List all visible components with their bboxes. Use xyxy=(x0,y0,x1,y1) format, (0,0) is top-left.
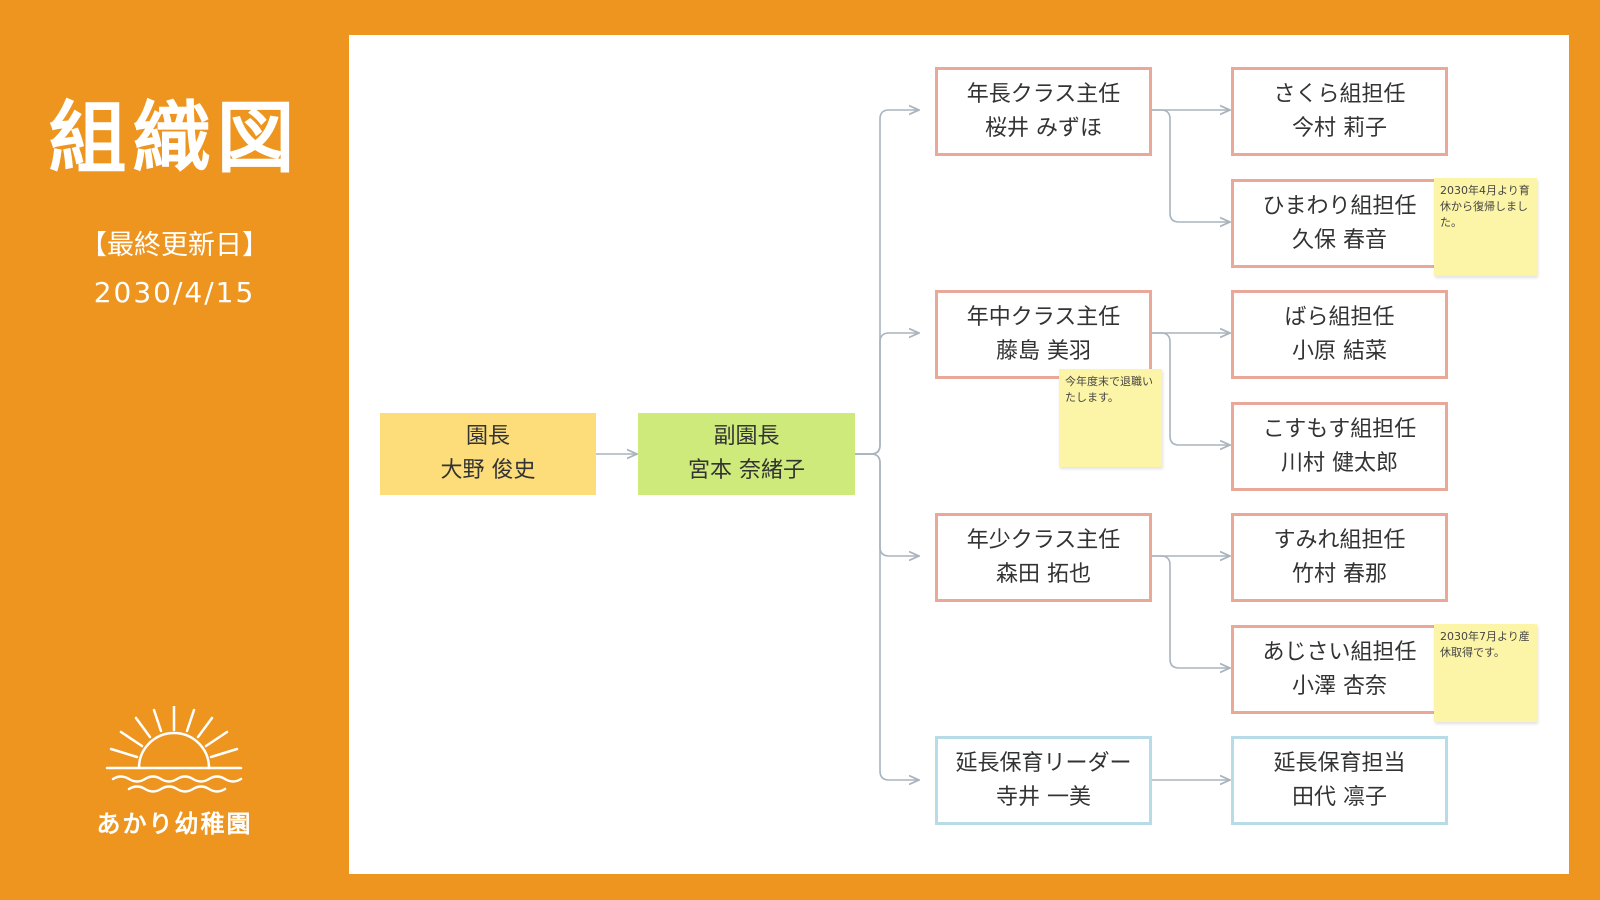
staff-box-sumire[interactable]: すみれ組担任 竹村 春那 xyxy=(1231,513,1448,602)
staff-box-ajisai[interactable]: あじさい組担任 小澤 杏奈 xyxy=(1231,625,1448,714)
org-chart-canvas: 園長 大野 俊史 副園長 宮本 奈緒子 年長クラス主任 桜井 みずほ 年中クラス… xyxy=(349,35,1569,874)
leader-box-junior[interactable]: 年少クラス主任 森田 拓也 xyxy=(935,513,1152,602)
role-label: すみれ組担任 xyxy=(1273,527,1406,553)
person-name: 久保 春音 xyxy=(1292,227,1387,253)
leader-box-senior[interactable]: 年長クラス主任 桜井 みずほ xyxy=(935,67,1152,156)
role-label: 延長保育リーダー xyxy=(955,750,1132,776)
role-label: 年少クラス主任 xyxy=(966,527,1121,553)
person-name: 桜井 みずほ xyxy=(985,115,1102,141)
connector-lines xyxy=(596,35,1569,874)
role-label: 園長 xyxy=(465,424,510,449)
sticky-note-maternity-leave[interactable]: 2030年7月より産休取得です。 xyxy=(1434,624,1537,722)
role-label: さくら組担任 xyxy=(1273,81,1406,107)
person-name: 竹村 春那 xyxy=(1292,561,1387,587)
last-updated-date: 2030/4/15 xyxy=(93,276,256,309)
staff-box-himawari[interactable]: ひまわり組担任 久保 春音 xyxy=(1231,179,1448,268)
person-name: 宮本 奈緒子 xyxy=(688,458,805,483)
principal-box[interactable]: 園長 大野 俊史 xyxy=(380,413,596,495)
role-label: 延長保育担当 xyxy=(1273,750,1406,776)
staff-box-sakura[interactable]: さくら組担任 今村 莉子 xyxy=(1231,67,1448,156)
role-label: 年長クラス主任 xyxy=(966,81,1121,107)
connector-leader3-staff6 xyxy=(1151,555,1230,668)
kindergarten-name: あかり幼稚園 xyxy=(96,810,253,838)
sidebar: 組織図 【最終更新日】 2030/4/15 あかり幼稚園 xyxy=(0,0,349,900)
sticky-note-retirement[interactable]: 今年度末で退職いたします。 xyxy=(1059,369,1162,467)
person-name: 田代 凛子 xyxy=(1292,784,1387,810)
staff-box-kosumosu[interactable]: こすもす組担任 川村 健太郎 xyxy=(1231,402,1448,491)
person-name: 森田 拓也 xyxy=(996,561,1091,587)
person-name: 小澤 杏奈 xyxy=(1292,673,1387,699)
vice-principal-box[interactable]: 副園長 宮本 奈緒子 xyxy=(638,413,855,495)
person-name: 小原 結菜 xyxy=(1292,338,1387,364)
staff-box-bara[interactable]: ばら組担任 小原 結菜 xyxy=(1231,290,1448,379)
role-label: 副園長 xyxy=(713,424,780,449)
connector-leader1-staff2 xyxy=(1151,109,1230,222)
connector-vice-leader-2 xyxy=(839,333,919,455)
leader-box-middle[interactable]: 年中クラス主任 藤島 美羽 xyxy=(935,290,1152,379)
role-label: あじさい組担任 xyxy=(1262,639,1417,665)
page-title: 組織図 xyxy=(48,94,301,184)
person-name: 大野 俊史 xyxy=(440,458,536,483)
person-name: 今村 莉子 xyxy=(1292,115,1387,141)
connector-vice-leader-1 xyxy=(839,110,919,455)
role-label: こすもす組担任 xyxy=(1262,416,1417,442)
role-label: ひまわり組担任 xyxy=(1262,193,1417,219)
sunrise-icon xyxy=(105,706,243,793)
staff-box-extended[interactable]: 延長保育担当 田代 凛子 xyxy=(1231,736,1448,825)
person-name: 寺井 一美 xyxy=(996,784,1091,810)
sticky-note-return-from-leave[interactable]: 2030年4月より育休から復帰しました。 xyxy=(1434,178,1537,276)
leader-box-extended[interactable]: 延長保育リーダー 寺井 一美 xyxy=(935,736,1152,825)
connector-vice-leader-4 xyxy=(839,453,919,780)
role-label: ばら組担任 xyxy=(1284,304,1395,330)
role-label: 年中クラス主任 xyxy=(966,304,1121,330)
person-name: 川村 健太郎 xyxy=(1281,450,1398,476)
person-name: 藤島 美羽 xyxy=(996,338,1091,364)
last-updated-label: 【最終更新日】 xyxy=(80,230,269,261)
connector-leader2-staff4 xyxy=(1151,332,1230,445)
